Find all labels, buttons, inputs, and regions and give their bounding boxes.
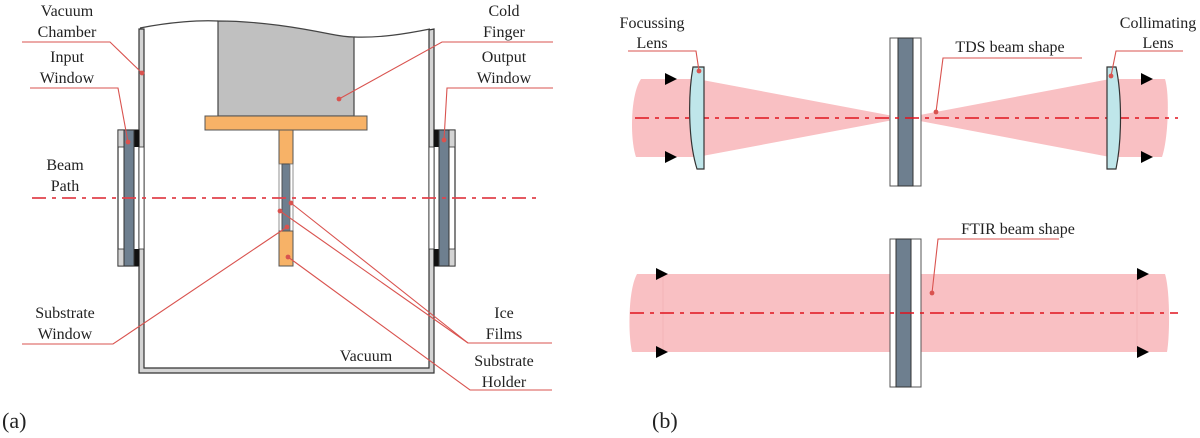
leader-input-window <box>30 87 129 143</box>
panel-a: Vacuum Chamber Input Window Beam Path Su… <box>2 3 553 433</box>
label-output-window-2: Window <box>477 70 532 87</box>
leader-focussing-lens <box>628 50 700 72</box>
tds-beam-converging <box>697 79 904 157</box>
leader-collimating-lens <box>1110 50 1183 77</box>
arrow-icon <box>656 346 668 358</box>
label-focussing-lens-2: Lens <box>636 35 667 52</box>
tds-sample <box>889 37 922 187</box>
arrow-icon <box>1141 73 1153 85</box>
label-vacuum: Vacuum <box>340 348 393 365</box>
vacuum-chamber-wall <box>138 28 435 374</box>
cold-finger-plate <box>204 115 368 131</box>
label-substrate-holder-2: Holder <box>482 374 527 391</box>
arrow-icon <box>665 73 677 85</box>
focussing-lens <box>689 66 705 170</box>
leader-ice-films-1 <box>290 202 552 344</box>
leader-vacuum-chamber <box>22 41 143 74</box>
leaders-a <box>22 41 553 391</box>
label-vacuum-chamber-1: Vacuum <box>41 3 94 20</box>
label-collimating-lens-2: Lens <box>1142 35 1173 52</box>
leader-tds-beam-shape <box>935 57 1082 113</box>
ftir-direction-arrows <box>656 268 1149 358</box>
label-beam-path-1: Beam <box>46 157 84 174</box>
label-tds-beam-shape: TDS beam shape <box>955 39 1064 56</box>
label-substrate-holder-1: Substrate <box>474 353 534 370</box>
label-ice-films-1: Ice <box>494 305 514 322</box>
collimating-lens <box>1106 66 1122 170</box>
leader-cold-finger <box>338 41 553 100</box>
arrow-icon <box>1141 151 1153 163</box>
leaders-b <box>628 50 1183 294</box>
leader-ftir-beam-shape <box>931 238 1059 294</box>
leader-dots-b <box>696 68 1114 296</box>
arrow-icon <box>665 151 677 163</box>
label-input-window-2: Window <box>40 70 95 87</box>
substrate-holder <box>278 230 294 267</box>
leader-substrate-window-line <box>22 226 288 345</box>
tds-substrate-window <box>897 37 914 187</box>
leader-substrate-holder <box>287 256 552 391</box>
label-cold-finger-1: Cold <box>488 3 519 20</box>
label-ftir-beam-shape: FTIR beam shape <box>961 221 1075 238</box>
panel-b: Focussing Lens TDS beam shape Collimatin… <box>620 15 1197 433</box>
tds-beam-input <box>631 79 697 157</box>
arrow-icon <box>656 268 668 280</box>
cold-finger-stem <box>278 129 294 165</box>
panel-label-a: (a) <box>2 408 26 433</box>
label-substrate-window-1: Substrate <box>35 305 95 322</box>
arrow-icon <box>1137 346 1149 358</box>
arrow-icon <box>1137 268 1149 280</box>
label-cold-finger-2: Finger <box>483 24 525 41</box>
cold-finger <box>217 20 355 117</box>
panel-label-b: (b) <box>652 408 678 433</box>
label-substrate-window-2: Window <box>38 326 93 343</box>
chamber-break-line <box>139 20 431 38</box>
leader-output-window <box>443 87 553 141</box>
label-ice-films-2: Films <box>486 326 522 343</box>
label-beam-path-2: Path <box>51 178 79 195</box>
label-collimating-lens-1: Collimating <box>1120 15 1196 32</box>
leader-ice-films-2 <box>279 210 469 344</box>
label-input-window-1: Input <box>50 49 84 66</box>
label-output-window-1: Output <box>482 49 527 66</box>
label-focussing-lens-1: Focussing <box>620 15 685 32</box>
label-vacuum-chamber-2: Chamber <box>38 24 97 41</box>
tds-direction-arrows <box>665 73 1153 163</box>
